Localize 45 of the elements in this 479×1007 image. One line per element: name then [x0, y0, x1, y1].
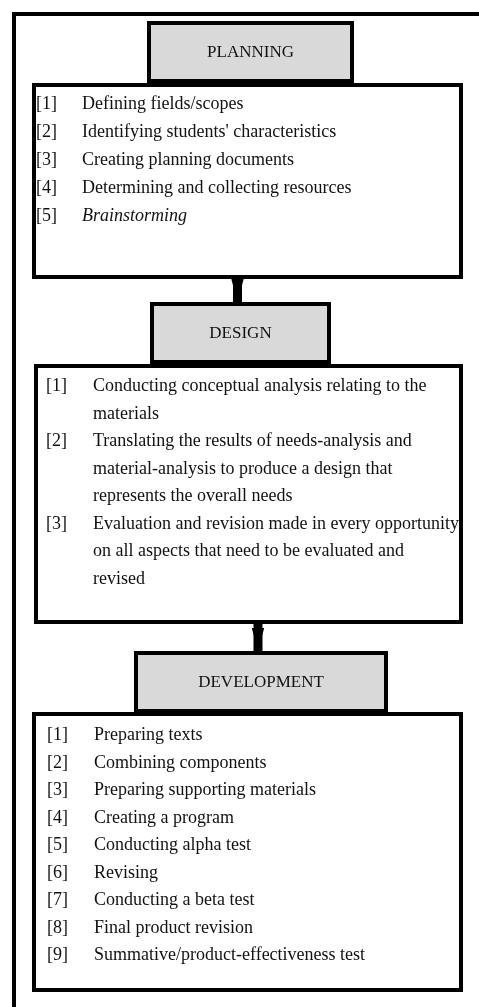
item-number: [3] — [47, 778, 68, 801]
step-text: Determining and collecting resources — [82, 176, 352, 199]
step-text: Brainstorming — [82, 204, 187, 227]
step-text: Creating a program — [94, 805, 234, 829]
step-text: Defining fields/scopes — [82, 92, 244, 115]
item-number: [2] — [46, 429, 67, 452]
step-list-box — [34, 364, 463, 624]
item-number: [6] — [47, 860, 68, 884]
item-number: [3] — [36, 148, 57, 171]
step-text: Conducting alpha test — [94, 833, 251, 856]
step-text: Identifying students' characteristics — [82, 120, 337, 143]
step-text: Revising — [94, 860, 158, 884]
phase-header-box — [150, 302, 331, 364]
item-number: [2] — [47, 750, 68, 774]
step-list-box — [32, 83, 463, 279]
phase-title: DEVELOPMENT — [198, 672, 324, 692]
item-number: [1] — [46, 374, 67, 397]
step-text: Combining components — [94, 750, 267, 774]
item-number: [7] — [47, 888, 68, 911]
item-number: [4] — [47, 805, 68, 829]
flow-arrow — [251, 624, 265, 651]
item-number: [5] — [47, 833, 68, 856]
flow-arrow — [231, 279, 244, 302]
item-number: [5] — [36, 204, 57, 227]
item-number: [1] — [36, 92, 57, 115]
phase-header-box — [147, 21, 354, 83]
step-text: Preparing texts — [94, 723, 203, 746]
phase-header-box — [134, 651, 388, 713]
step-text: Evaluation and revision made in every opportunity on all aspects that need to be evaluated and revised — [93, 511, 459, 590]
step-text: Conducting conceptual analysis relating to the materials — [93, 374, 428, 425]
item-number: [8] — [47, 915, 68, 939]
step-text: Creating planning documents — [82, 148, 294, 171]
item-number: [2] — [36, 120, 57, 143]
phase-title: PLANNING — [207, 42, 294, 62]
step-text: Summative/product-effectiveness test — [94, 943, 366, 966]
item-number: [9] — [47, 943, 68, 966]
item-number: [1] — [47, 723, 68, 746]
item-number: [3] — [46, 511, 67, 535]
step-text: Final product revision — [94, 915, 253, 939]
step-text: Conducting a beta test — [94, 888, 255, 911]
item-number: [4] — [36, 176, 57, 199]
step-list-box — [32, 712, 463, 992]
step-text: Translating the results of needs-analysis and material-analysis to produce a design that represents the overall needs — [93, 429, 413, 507]
step-text: Preparing supporting materials — [94, 778, 316, 801]
phase-title: DESIGN — [209, 323, 272, 343]
